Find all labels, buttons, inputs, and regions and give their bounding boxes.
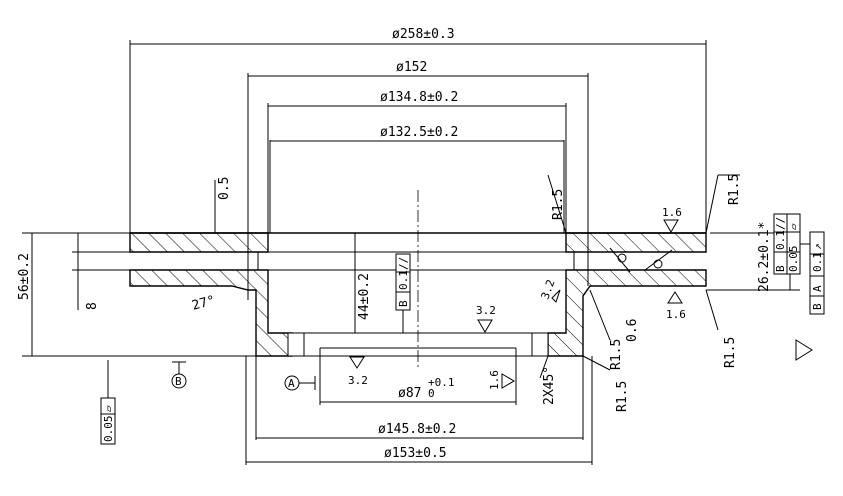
gdt-runout-val: 0.1 bbox=[811, 252, 824, 272]
extension-lines bbox=[22, 40, 800, 465]
feature-markers bbox=[609, 247, 673, 273]
dim-258: ø258±0.3 bbox=[392, 27, 455, 42]
r15-inner: R1.5 bbox=[609, 339, 624, 370]
roughness-1-6-right: 1.6 bbox=[666, 308, 686, 321]
dim-44: 44±0.2 bbox=[357, 273, 372, 320]
left-top-flange bbox=[129, 232, 269, 253]
dim-145-8: ø145.8±0.2 bbox=[378, 422, 456, 437]
dim-132-5: ø132.5±0.2 bbox=[380, 125, 458, 140]
dim-chamfer: 2X45° bbox=[542, 366, 557, 405]
gdt-parallel-row-val: 0.1 bbox=[774, 230, 787, 250]
dim-87-group: ø87 +0.1 0 bbox=[398, 376, 455, 401]
dim-153: ø153±0.5 bbox=[384, 446, 447, 461]
gdt-runout-sym: ↗ bbox=[811, 243, 824, 250]
dim-27-deg: 27° bbox=[190, 293, 217, 314]
gdt-parallel-sym: // bbox=[397, 257, 410, 270]
dim-26-2: 26.2±0.1* bbox=[757, 222, 772, 292]
dim-152: ø152 bbox=[396, 60, 427, 75]
dim-87-tol-up: +0.1 bbox=[428, 376, 455, 389]
r15-top: R1.5 bbox=[551, 189, 566, 220]
right-counterbore bbox=[531, 332, 549, 357]
gdt-parallel-val: 0.1 bbox=[397, 270, 410, 290]
r15-top-right: R1.5 bbox=[727, 174, 742, 205]
roughness-3-2-center: 3.2 bbox=[476, 304, 496, 317]
gdt-flat-sym: ▱ bbox=[102, 405, 115, 412]
gdt-flat-val: 0.05 bbox=[102, 416, 115, 443]
gdt-parallel-datum: B bbox=[397, 300, 410, 307]
dimension-lines bbox=[31, 43, 791, 463]
dim-0-5: 0.5 bbox=[217, 177, 232, 200]
left-counterbore bbox=[287, 332, 305, 357]
gdt-parallel-row-datum: B bbox=[774, 265, 787, 272]
gdt-flat-row-sym: ▱ bbox=[787, 223, 800, 230]
roughness-1-6-bottom: 1.6 bbox=[488, 370, 501, 390]
gdt-runout-b: B bbox=[811, 303, 824, 310]
dim-0-6: 0.6 bbox=[625, 319, 640, 342]
triangle-symbol bbox=[795, 339, 813, 361]
gdt-parallel-center: // 0.1 B bbox=[395, 253, 411, 333]
dim-56: 56±0.2 bbox=[17, 253, 32, 300]
roughness-1-6-top: 1.6 bbox=[662, 206, 682, 219]
right-top-flange bbox=[565, 232, 707, 253]
roughness-3-2-bottom: 3.2 bbox=[348, 374, 368, 387]
part-section bbox=[129, 232, 707, 357]
dim-87-tol-low: 0 bbox=[428, 387, 435, 400]
datum-b-label: B bbox=[175, 375, 182, 388]
dim-8: 8 bbox=[85, 302, 100, 310]
datum-b: B bbox=[171, 361, 187, 389]
gdt-parallel-row-sym: // bbox=[774, 217, 787, 230]
gdt-flatness-left: ▱ 0.05 bbox=[100, 360, 116, 445]
r15-right: R1.5 bbox=[723, 337, 738, 368]
datum-a: A bbox=[284, 375, 316, 391]
roughness-3-2-right: 3.2 bbox=[539, 278, 558, 301]
roughness-symbols: 1.6 1.6 3.2 3.2 3.2 1.6 bbox=[348, 206, 686, 390]
datum-a-label: A bbox=[288, 377, 295, 390]
dim-134-8: ø134.8±0.2 bbox=[380, 90, 458, 105]
gdt-right-frame: // 0.1 B ▱ 0.05 ↗ 0.1 A B bbox=[773, 213, 825, 315]
gdt-runout-a: A bbox=[811, 285, 824, 292]
left-lower-body bbox=[129, 269, 293, 357]
right-lower-body bbox=[547, 269, 707, 357]
radius-callouts: R1.5 R1.5 R1.5 R1.5 R1.5 bbox=[539, 174, 742, 412]
dim-87: ø87 bbox=[398, 386, 421, 401]
r15-bottom: R1.5 bbox=[615, 381, 630, 412]
gdt-flat-row-val: 0.05 bbox=[787, 246, 800, 273]
